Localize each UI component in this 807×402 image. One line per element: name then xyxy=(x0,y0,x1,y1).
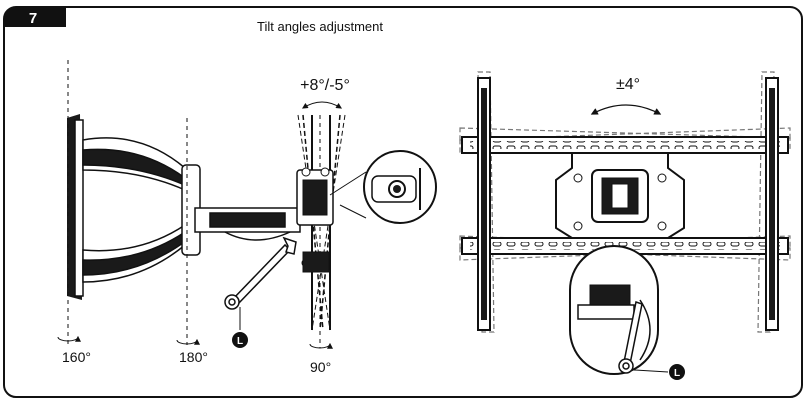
wrench-icon xyxy=(618,301,643,374)
detail-zoom-circle xyxy=(363,150,437,224)
center-mount-plate xyxy=(555,152,685,239)
zoom-leader xyxy=(339,204,367,219)
tool-marker-right: L xyxy=(674,368,680,379)
vertical-bracket-left xyxy=(477,77,491,331)
angle-label-180: 180° xyxy=(179,349,208,365)
tilt-label-arm: +8°/-5° xyxy=(300,77,350,94)
wrench-icon xyxy=(224,236,297,310)
tilt-arrow-icon xyxy=(590,104,662,115)
step-number: 7 xyxy=(29,10,37,27)
wall-plate xyxy=(67,114,84,300)
tool-marker-icon xyxy=(669,364,685,380)
angle-label-90: 90° xyxy=(310,359,331,375)
tool-marker-icon xyxy=(232,332,248,348)
tilt-label-plate: ±4° xyxy=(616,76,640,93)
step-badge xyxy=(4,7,66,27)
tilt-head xyxy=(296,114,346,331)
panel-border xyxy=(3,6,803,398)
horizontal-rail-top xyxy=(461,136,789,154)
rotation-arrow-icon xyxy=(57,335,333,349)
tool-marker-left: L xyxy=(237,336,243,347)
tilt-arrow-icon xyxy=(301,101,343,109)
step-title: Tilt angles adjustment xyxy=(257,19,383,34)
arm-assembly xyxy=(82,137,301,283)
angle-label-160: 160° xyxy=(62,349,91,365)
vertical-bracket-right xyxy=(765,77,779,331)
detail-zoom-circle-plate xyxy=(569,245,659,375)
